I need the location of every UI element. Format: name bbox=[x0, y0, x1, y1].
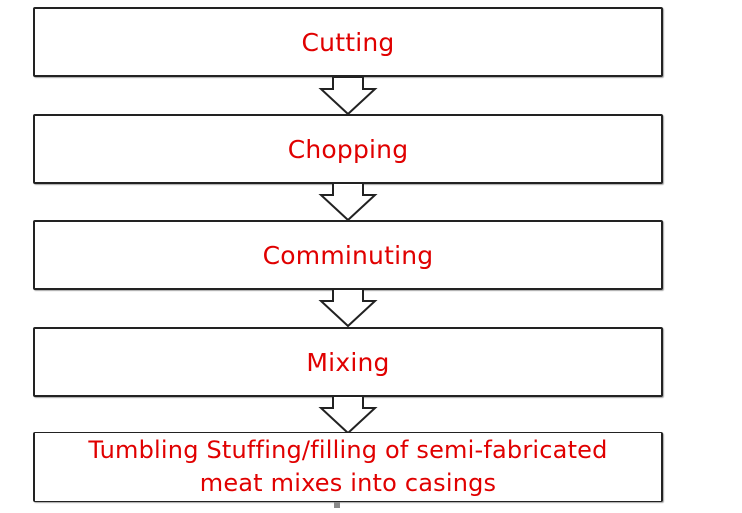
step-label: Tumbling Stuffing/filling of semi-fabric… bbox=[88, 434, 607, 500]
step-label: Cutting bbox=[301, 27, 395, 57]
step-label-line-2: meat mixes into casings bbox=[199, 469, 497, 497]
step-label-line-1: Tumbling Stuffing/filling of semi-fabric… bbox=[88, 436, 608, 464]
step-label: Chopping bbox=[287, 134, 409, 164]
process-step-cutting: Cutting bbox=[33, 7, 663, 77]
down-arrow-icon bbox=[318, 182, 378, 222]
step-label: Mixing bbox=[306, 347, 390, 377]
down-arrow-icon bbox=[318, 288, 378, 328]
down-arrow-icon bbox=[318, 76, 378, 116]
process-step-mixing: Mixing bbox=[33, 327, 663, 397]
process-step-chopping: Chopping bbox=[33, 114, 663, 184]
step-label: Comminuting bbox=[262, 240, 434, 270]
process-step-tumbling-stuffing[interactable]: Tumbling Stuffing/filling of semi-fabric… bbox=[33, 432, 663, 502]
resize-handle[interactable] bbox=[334, 502, 340, 508]
down-arrow-icon bbox=[318, 395, 378, 435]
process-step-comminuting: Comminuting bbox=[33, 220, 663, 290]
